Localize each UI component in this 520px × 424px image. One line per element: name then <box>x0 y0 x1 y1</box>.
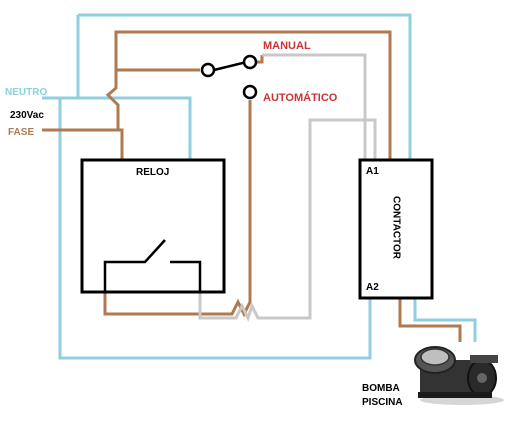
automatico-label: AUTOMÁTICO <box>263 92 338 104</box>
fase-label: FASE <box>8 127 35 138</box>
pool-pump-icon <box>414 346 504 405</box>
piscina-label: PISCINA <box>362 397 403 408</box>
neutral-wires <box>42 13 477 360</box>
reloj-box <box>80 158 226 294</box>
contactor-label: CONTACTOR <box>390 196 402 259</box>
reloj-label: RELOJ <box>136 167 170 178</box>
a2-label: A2 <box>366 282 379 293</box>
manual-label: MANUAL <box>263 40 311 52</box>
signal-wires <box>198 53 377 322</box>
automatic-contact <box>242 84 258 100</box>
manual-switch <box>200 54 258 78</box>
contactor-box <box>358 158 434 300</box>
bomba-label: BOMBA <box>362 383 400 394</box>
a1-label: A1 <box>366 166 379 177</box>
voltage-label: 230Vac <box>10 110 44 121</box>
neutro-label: NEUTRO <box>5 87 48 98</box>
